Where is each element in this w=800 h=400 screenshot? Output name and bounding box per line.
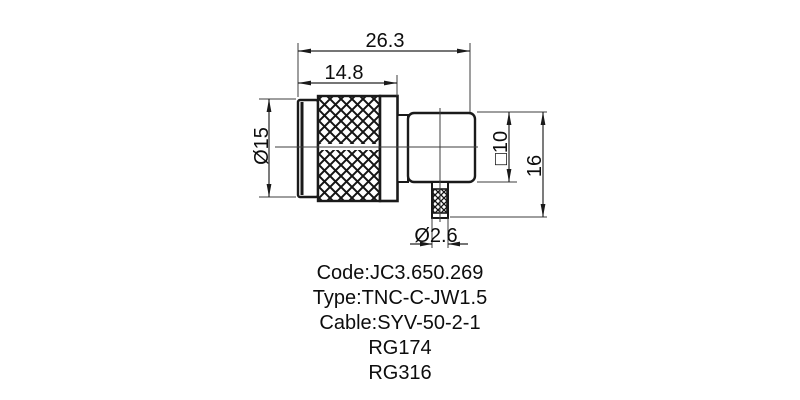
dim-stem-diameter-label: Ø2.6 — [414, 225, 457, 247]
arrowhead-bottom — [266, 184, 272, 197]
dim-body-height-label: 16 — [524, 155, 546, 177]
dim-body-square: □10 — [477, 111, 547, 183]
connector-outline — [296, 94, 477, 219]
dim-body-square-label: □10 — [490, 131, 512, 165]
arrowhead-right — [448, 241, 460, 247]
coupling-collar — [378, 94, 399, 203]
body-neck — [396, 114, 409, 183]
centerlines — [275, 108, 478, 222]
arrowhead-left — [420, 241, 432, 247]
dim-coupling-diameter: Ø15 — [251, 98, 296, 198]
dim-body-height: 16 — [450, 112, 547, 218]
dim-stem-diameter: Ø2.6 — [410, 218, 468, 248]
arrowhead-top — [506, 112, 512, 125]
arrowhead-right — [457, 48, 470, 54]
arrowhead-bottom — [540, 204, 546, 217]
spec-cable-rg174-line: RG174 — [368, 337, 431, 359]
arrowhead-bottom — [506, 169, 512, 182]
dim-coupling-diameter-label: Ø15 — [251, 127, 273, 165]
arrowhead-top — [540, 112, 546, 125]
dim-overall-length-label: 26.3 — [366, 30, 405, 52]
arrowhead-top — [266, 99, 272, 112]
spec-type-line: Type:TNC-C-JW1.5 — [313, 287, 487, 309]
arrowhead-right — [384, 80, 397, 86]
spec-cable-line: Cable:SYV-50-2-1 — [319, 312, 480, 334]
dim-coupling-length-label: 14.8 — [325, 62, 364, 84]
dim-overall-length: 26.3 — [297, 30, 471, 112]
spec-code-line: Code:JC3.650.269 — [317, 262, 484, 284]
arrowhead-left — [298, 80, 311, 86]
spec-notes-block: Code:JC3.650.269 Type:TNC-C-JW1.5 Cable:… — [313, 262, 487, 384]
dim-coupling-length: 14.8 — [298, 62, 398, 96]
arrowhead-left — [298, 48, 311, 54]
spec-cable-rg316-line: RG316 — [368, 362, 431, 384]
